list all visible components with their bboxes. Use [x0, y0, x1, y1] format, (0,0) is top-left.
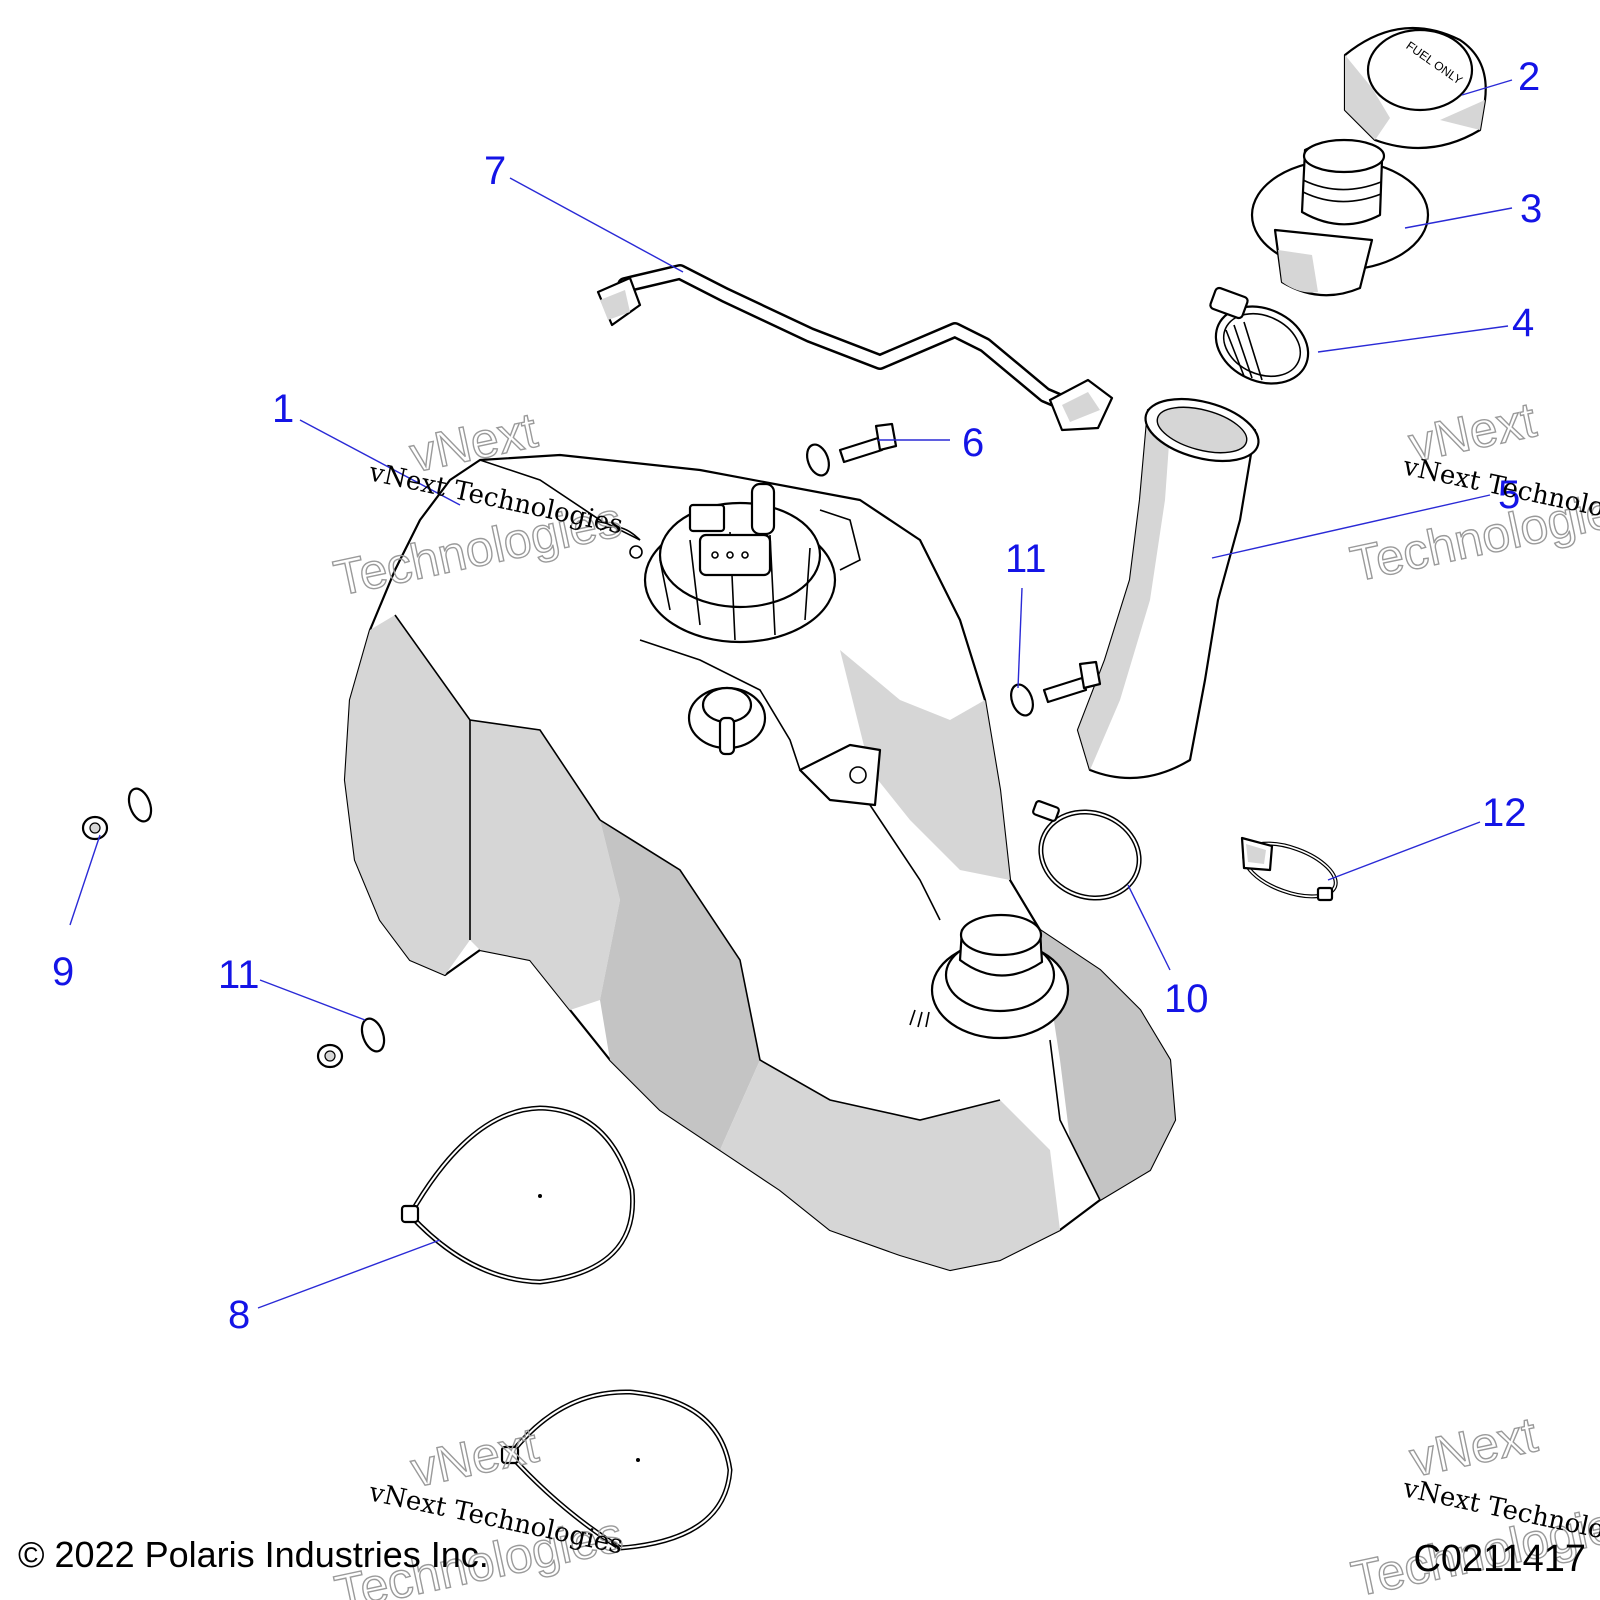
callout-11-left: 11: [218, 953, 260, 997]
leader-11-right: [1017, 587, 1023, 689]
copyright-notice: © 2022 Polaris Industries Inc.: [18, 1534, 489, 1575]
callout-7: 7: [484, 149, 506, 193]
vent-hose: [596, 264, 1114, 432]
fuel-cap: FUEL ONLY: [1343, 26, 1487, 150]
callout-4: 4: [1512, 301, 1534, 345]
callout-8: 8: [228, 1293, 250, 1337]
callout-1: 1: [272, 387, 294, 431]
hose-clamp-12: [1240, 836, 1338, 902]
leader-10: [1127, 884, 1171, 971]
leader-3: [1404, 207, 1513, 229]
filler-neck: [1250, 138, 1430, 297]
leader-12: [1327, 821, 1481, 881]
callouts: 1 2 3 4 5 6 7 8 9 10 11 11 12: [52, 55, 1542, 1337]
leader-lines: [69, 79, 1513, 1309]
nut-and-washer-9: [81, 787, 153, 841]
callout-12: 12: [1482, 791, 1527, 835]
bolt-and-washer-11-right: [1010, 660, 1102, 717]
filler-hose: [1076, 397, 1260, 780]
callout-6: 6: [962, 421, 984, 465]
callout-2: 2: [1518, 55, 1540, 99]
callout-10: 10: [1164, 977, 1209, 1021]
leader-5: [1211, 494, 1491, 559]
watermark-big-top-4: vNext: [1405, 1406, 1542, 1487]
leader-9: [69, 834, 101, 926]
callout-3: 3: [1520, 187, 1542, 231]
fuel-tank: [343, 453, 1177, 1272]
callout-9: 9: [52, 950, 74, 994]
hose-clamp-upper: [1209, 286, 1310, 385]
leader-1: [299, 419, 461, 506]
leader-2: [1461, 79, 1513, 96]
leader-4: [1317, 325, 1509, 353]
hose-clamp-10: [1032, 800, 1142, 901]
tank-strap-lower: [500, 1389, 733, 1551]
figure-id: C0211417: [1413, 1538, 1586, 1580]
nut-and-washer-11-left: [316, 1017, 386, 1069]
leader-8: [257, 1239, 441, 1309]
leader-11-left: [259, 979, 366, 1021]
callout-11-right: 11: [1005, 537, 1047, 581]
leader-7: [509, 177, 684, 273]
tank-strap-8: [400, 1105, 636, 1285]
callout-5: 5: [1498, 473, 1520, 517]
watermark-big-top-3: vNext: [406, 1417, 543, 1498]
bolt-and-washer-6: [806, 422, 898, 477]
